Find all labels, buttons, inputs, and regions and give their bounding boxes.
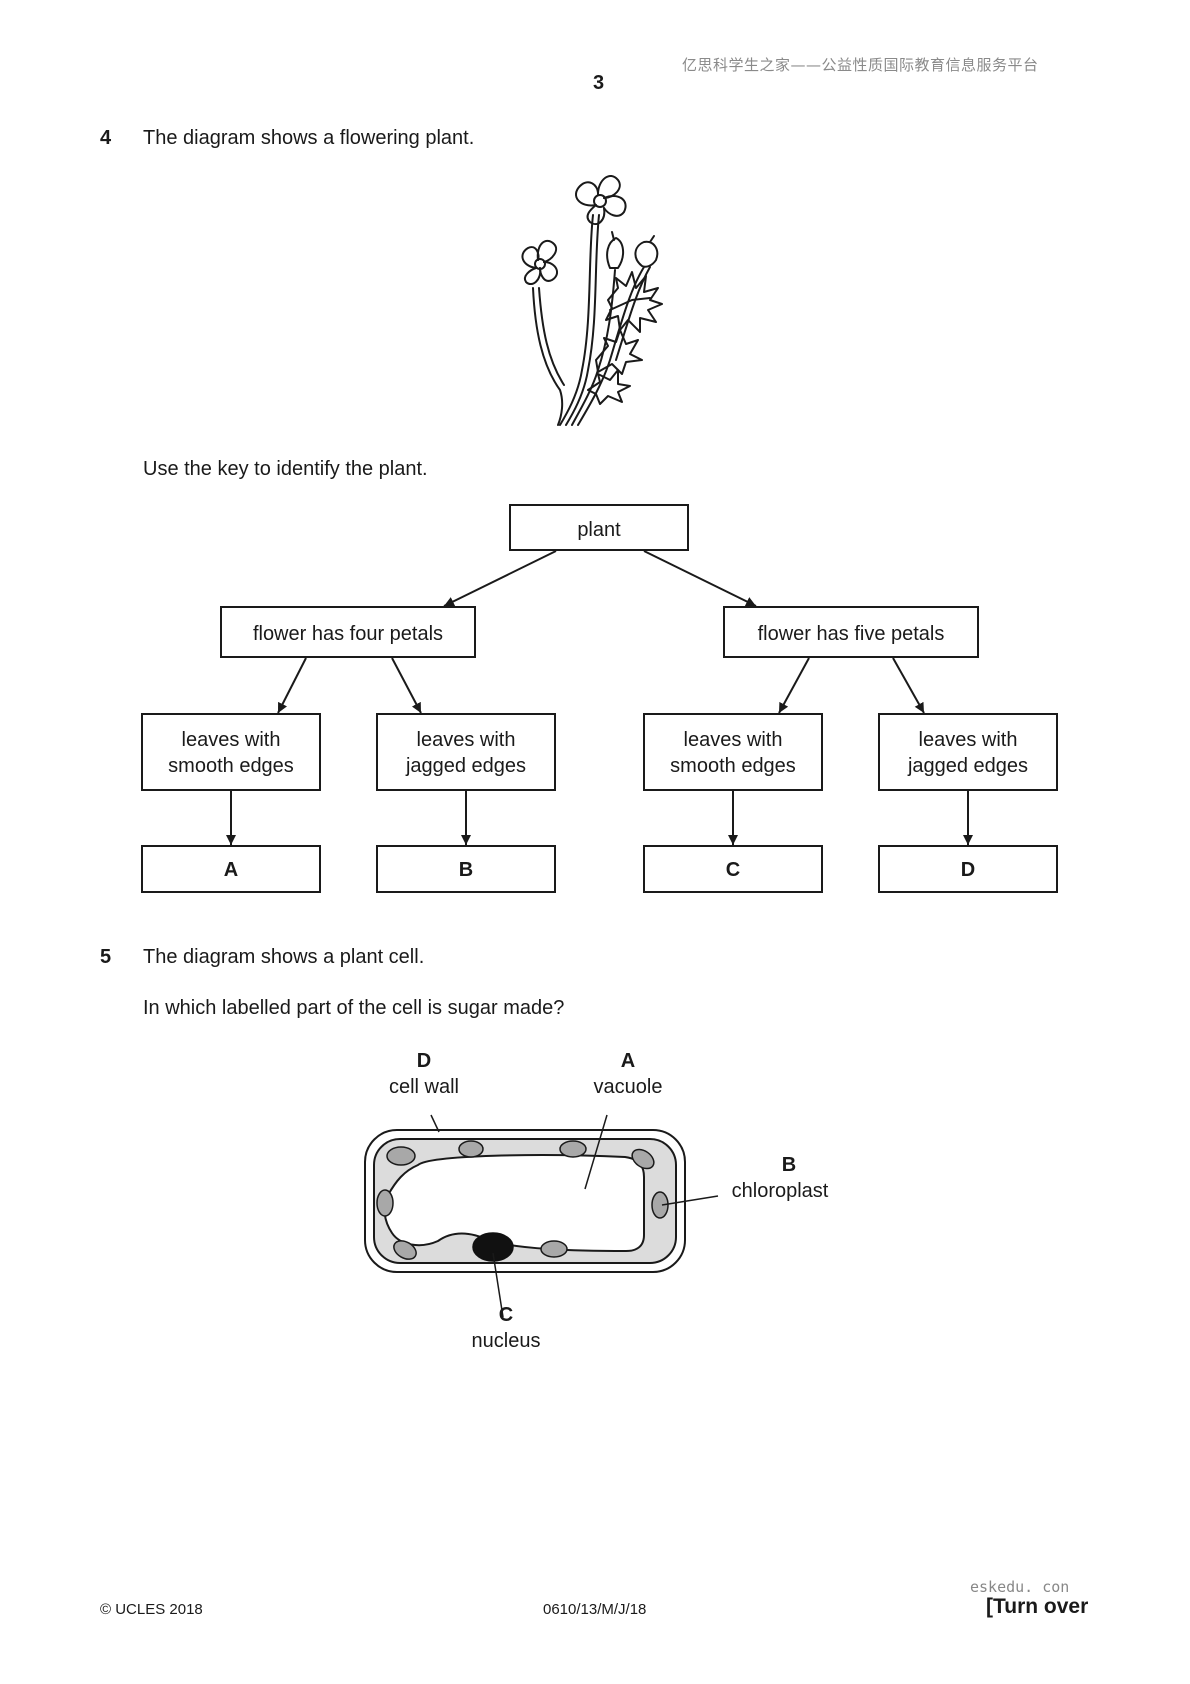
chloroplast [651, 1191, 669, 1219]
site-watermark: eskedu. con [970, 1578, 1070, 1596]
key-answer-c: C [726, 859, 740, 881]
key-answer-d: D [961, 859, 975, 881]
chloroplast-leader-line [661, 1195, 719, 1206]
label-vacuole: vacuole [594, 1076, 663, 1098]
key-right-branch-label: flower has five petals [758, 623, 945, 645]
cell-wall-leader-line [430, 1114, 440, 1133]
chloroplast [540, 1240, 568, 1258]
key-box-jagged-edges-1 [376, 713, 556, 791]
key-box-plant [509, 504, 689, 551]
key-leaf-1-line1: leaves with [182, 729, 281, 751]
chloroplast [376, 1189, 394, 1217]
key-leaf-3-line2: smooth edges [670, 755, 796, 777]
vacuole [383, 1154, 645, 1253]
question-5-question: In which labelled part of the cell is su… [143, 997, 565, 1019]
key-box-answer-c [643, 845, 823, 893]
key-root-label: plant [577, 519, 621, 541]
key-leaf-4-line1: leaves with [919, 729, 1018, 751]
watermark-text: 亿思科学生之家——公益性质国际教育信息服务平台 [682, 56, 1039, 74]
label-c-letter: C [499, 1304, 513, 1326]
vacuole-leader-line [584, 1114, 608, 1190]
key-answer-b: B [459, 859, 473, 881]
chloroplast [386, 1146, 416, 1166]
plant-cell-diagram: D cell wall A vacuole B chloroplast C nu… [364, 1050, 829, 1352]
question-4-instruction: Use the key to identify the plant. [143, 458, 428, 480]
key-leaf-3-line1: leaves with [684, 729, 783, 751]
key-box-answer-d [878, 845, 1058, 893]
turn-over-text: [Turn over [986, 1595, 1089, 1618]
key-leaf-2-line2: jagged edges [405, 755, 526, 777]
key-box-answer-b [376, 845, 556, 893]
key-left-branch-label: flower has four petals [253, 623, 443, 645]
key-box-smooth-edges-2 [643, 713, 823, 791]
copyright-text: © UCLES 2018 [100, 1601, 203, 1618]
key-leaf-2-line1: leaves with [417, 729, 516, 751]
label-d-letter: D [417, 1050, 431, 1072]
key-answer-a: A [224, 859, 238, 881]
nucleus [472, 1232, 514, 1262]
label-a-letter: A [621, 1050, 635, 1072]
question-5-prompt: The diagram shows a plant cell. [143, 946, 425, 968]
chloroplast [393, 1240, 417, 1260]
chloroplast [458, 1140, 484, 1158]
key-box-jagged-edges-2 [878, 713, 1058, 791]
key-box-answer-a [141, 845, 321, 893]
page-number: 3 [593, 72, 605, 94]
label-b-letter: B [782, 1154, 796, 1176]
question-5-number: 5 [100, 946, 112, 968]
question-4-prompt: The diagram shows a flowering plant. [143, 127, 475, 149]
dichotomous-key-diagram: plant flower has four petals flower has … [141, 504, 1058, 893]
chloroplast [559, 1140, 587, 1158]
key-box-five-petals [723, 606, 979, 658]
flowering-plant-illustration [521, 175, 663, 426]
paper-code: 0610/13/M/J/18 [543, 1601, 647, 1618]
label-nucleus: nucleus [472, 1330, 541, 1352]
key-box-smooth-edges-1 [141, 713, 321, 791]
key-leaf-1-line2: smooth edges [168, 755, 294, 777]
question-4-number: 4 [100, 127, 112, 149]
label-chloroplast: chloroplast [732, 1180, 829, 1202]
nucleus-leader-line [492, 1252, 504, 1318]
label-cell-wall: cell wall [389, 1076, 459, 1098]
key-leaf-4-line2: jagged edges [907, 755, 1028, 777]
chloroplast [631, 1148, 655, 1170]
key-box-four-petals [220, 606, 476, 658]
